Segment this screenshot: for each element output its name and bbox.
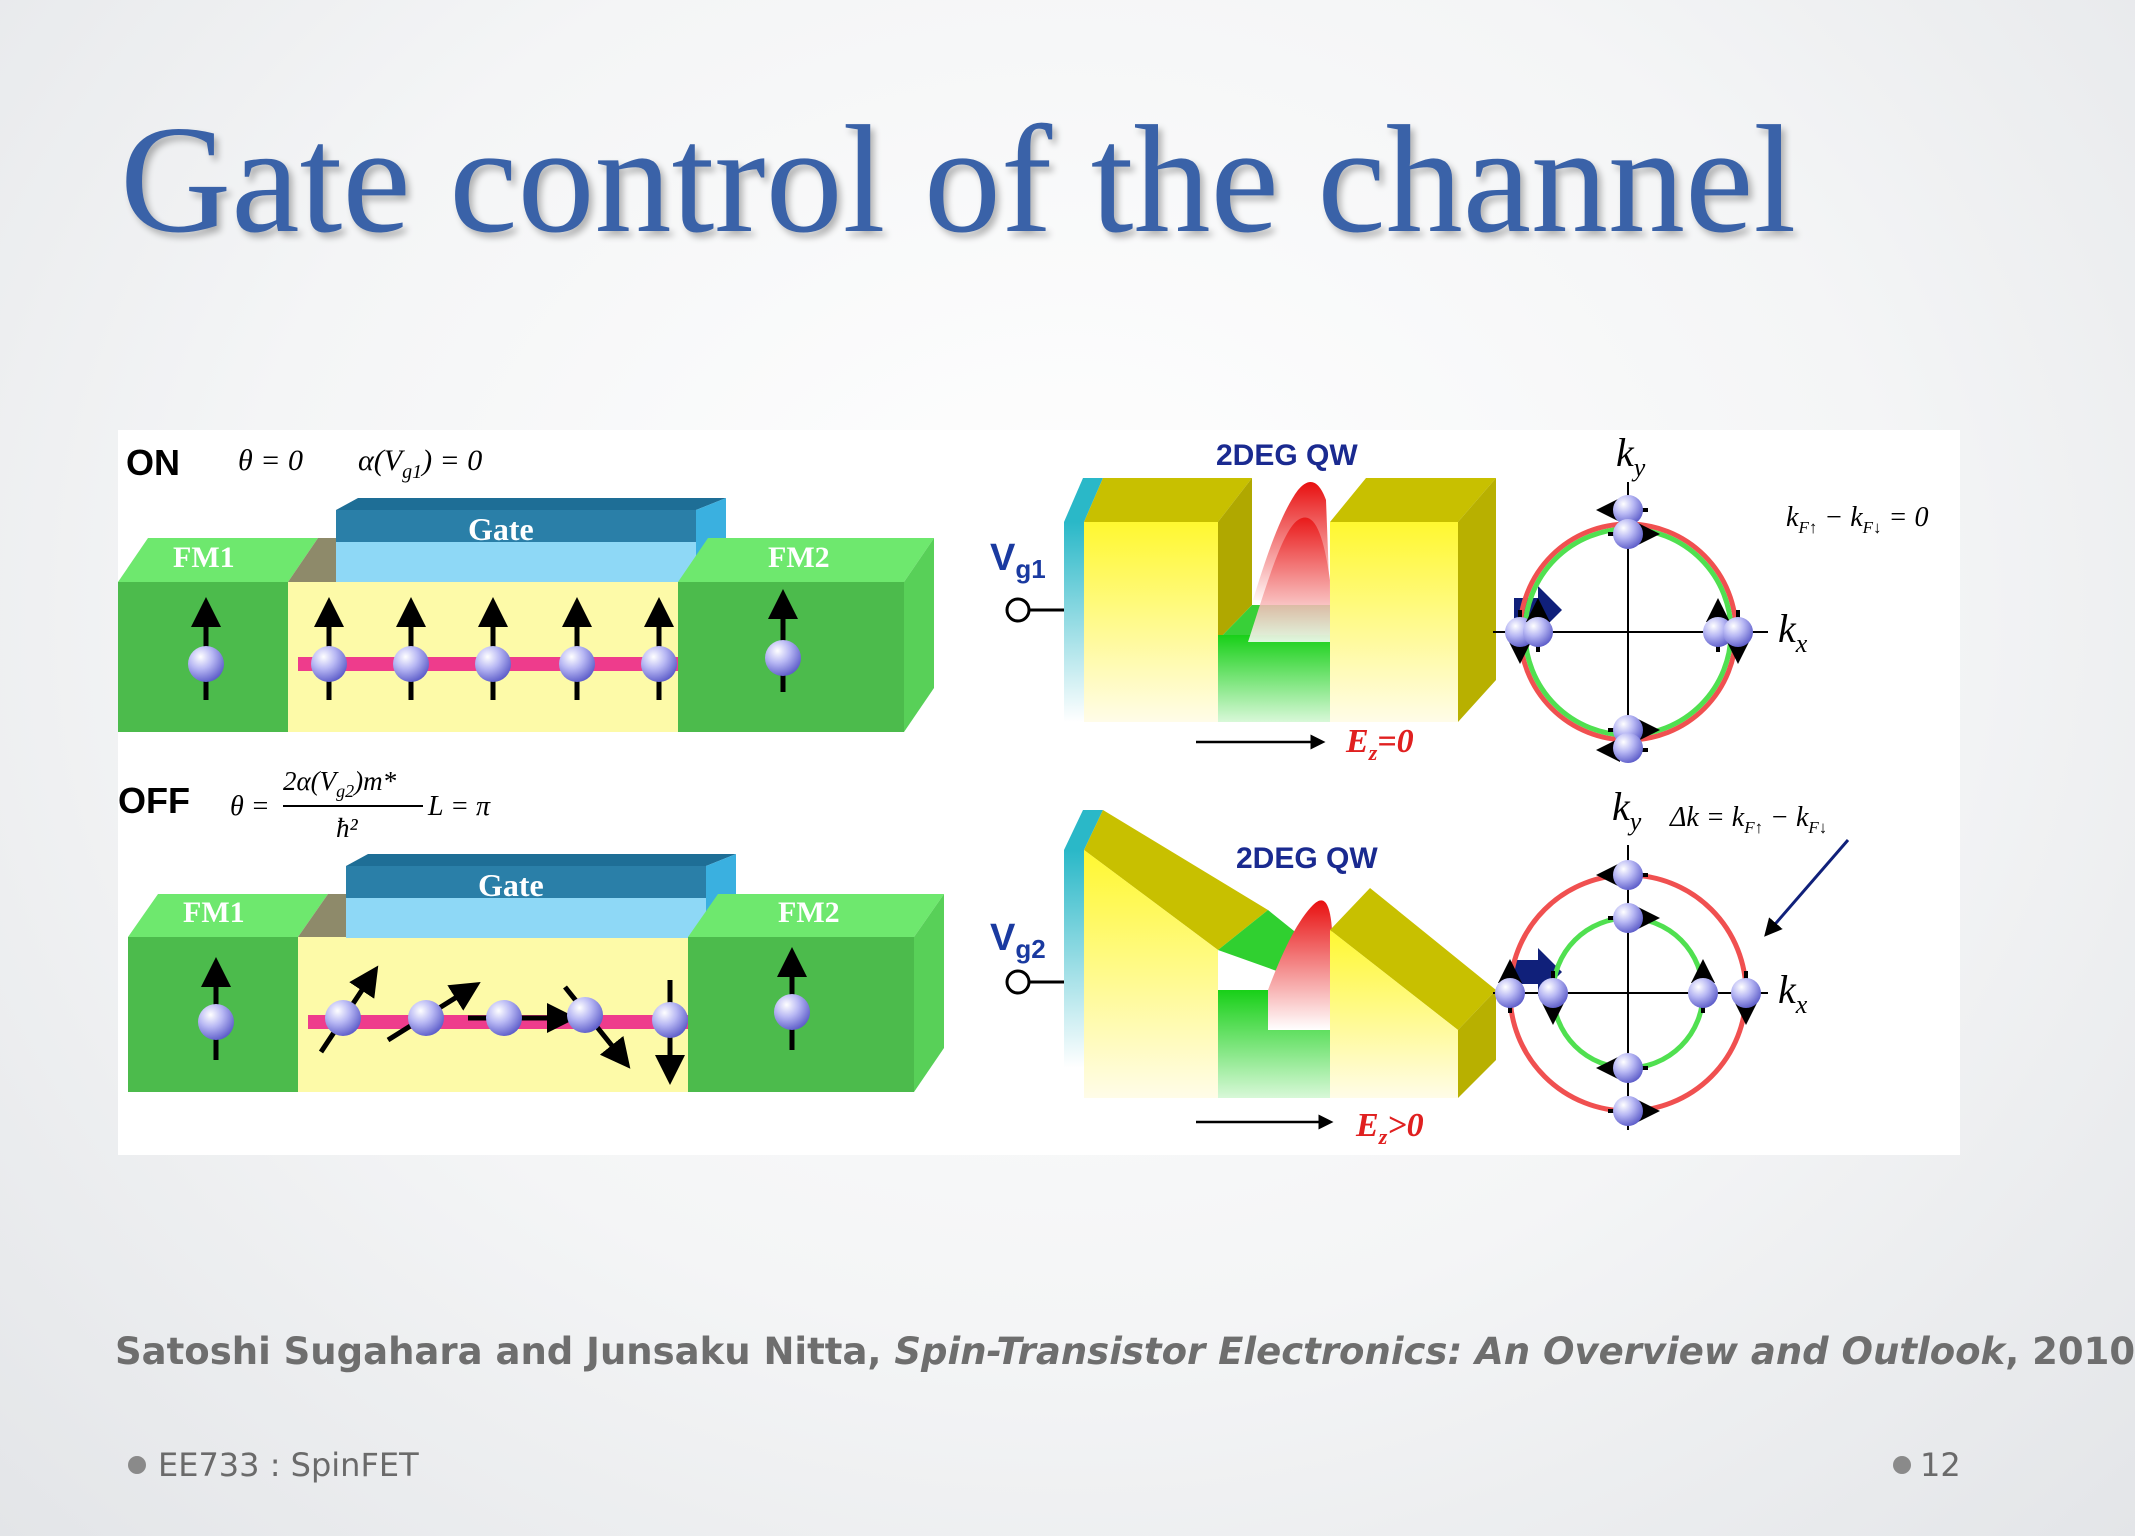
ez0-label: Ez=0: [1345, 723, 1414, 765]
on-condition-theta: θ = 0: [238, 444, 303, 477]
spin-on-fm1: [188, 597, 224, 700]
kx-label-off: kx: [1778, 967, 1808, 1019]
k-spin-off-outer-left: [1495, 959, 1525, 1013]
fm2-label-on: FM2: [768, 541, 830, 574]
spin-off-fm2: [774, 947, 810, 1050]
k-spin-off-inner-left: [1538, 971, 1568, 1025]
spin-on-2: [393, 597, 429, 700]
citation-year: , 2010: [2005, 1330, 2135, 1373]
citation-authors: Satoshi Sugahara and Junsaku Nitta,: [115, 1330, 895, 1373]
ky-label-off: ky: [1612, 784, 1642, 836]
fm1-label-on: FM1: [173, 541, 235, 574]
off-label: OFF: [118, 780, 190, 821]
delta-k: Δk = kF↑ − kF↓: [1669, 802, 1827, 837]
k-spin-off-inner-right: [1688, 959, 1718, 1013]
kspace-on: ky kx kF↑ − kF↓ = 0: [1493, 430, 1928, 763]
off-denominator: ħ²: [336, 813, 359, 843]
spin-on-3: [475, 597, 511, 700]
kx-label-on: kx: [1778, 606, 1808, 658]
spin-off-5: [652, 980, 688, 1085]
ezpos-label: Ez>0: [1355, 1107, 1424, 1149]
off-tail: L = π: [427, 791, 491, 822]
k-spin-on-top2: [1608, 519, 1660, 549]
gate-label-on: Gate: [468, 511, 534, 547]
k-spin-on-bot2: [1596, 733, 1648, 763]
citation-title: Spin-Transistor Electronics: An Overview…: [894, 1330, 2006, 1373]
on-condition-alpha: α(Vg1) = 0: [358, 444, 482, 483]
spin-on-4: [559, 597, 595, 700]
kf-equal: kF↑ − kF↓ = 0: [1786, 502, 1928, 537]
qw-on: 2DEG QW Vg1 Ez=0: [990, 439, 1562, 765]
footer-course: EE733 : SpinFET: [158, 1446, 419, 1484]
spin-on-fm2: [765, 589, 801, 692]
qw-label-on: 2DEG QW: [1216, 439, 1358, 472]
k-spin-on-top1: [1596, 495, 1648, 525]
k-spin-off-outer-bot: [1608, 1096, 1660, 1126]
spin-on-1: [311, 597, 347, 700]
qw-label-off: 2DEG QW: [1236, 842, 1378, 875]
spin-on-5: [641, 597, 677, 700]
ky-label-on: ky: [1616, 430, 1646, 482]
k-spin-on-right2: [1723, 610, 1753, 664]
k-spin-on-left2: [1523, 598, 1553, 652]
spin-off-4: [563, 985, 631, 1069]
off-device: OFF θ = 2α(Vg2)m* ħ² L = π FM1 Gate FM2: [118, 766, 944, 1092]
kspace-off: ky kx Δk = kF↑ − kF↓: [1493, 784, 1850, 1130]
k-spin-off-outer-top: [1596, 860, 1648, 890]
k-spin-off-inner-bot: [1596, 1053, 1648, 1083]
fm1-label-off: FM1: [183, 896, 245, 929]
slide-title: Gate control of the channel: [120, 95, 1797, 265]
footer-bullet-right: [1893, 1456, 1911, 1474]
gate-label-off: Gate: [478, 867, 544, 903]
fm2-label-off: FM2: [778, 896, 840, 929]
vg2-label: Vg2: [990, 917, 1046, 964]
spin-off-3: [468, 1000, 577, 1036]
spin-off-fm1: [198, 957, 234, 1060]
off-numerator: 2α(Vg2)m*: [283, 766, 397, 801]
qw-off: 2DEG QW Vg2 Ez>0: [990, 810, 1562, 1149]
citation: Satoshi Sugahara and Junsaku Nitta, Spin…: [115, 1330, 2135, 1373]
page-number: 12: [1920, 1446, 1961, 1484]
on-device: ON θ = 0 α(Vg1) = 0 FM1 Gate FM2: [118, 442, 934, 732]
footer-bullet-left: [128, 1456, 146, 1474]
k-spin-off-inner-top: [1608, 903, 1660, 933]
figure-panel: ON θ = 0 α(Vg1) = 0 FM1 Gate FM2: [118, 430, 1960, 1155]
vg1-label: Vg1: [990, 537, 1046, 584]
spin-off-2: [386, 982, 481, 1043]
spin-off-1: [318, 965, 379, 1054]
on-label: ON: [126, 442, 180, 483]
k-spin-off-outer-right: [1731, 971, 1761, 1025]
off-theta-lhs: θ =: [230, 791, 270, 822]
